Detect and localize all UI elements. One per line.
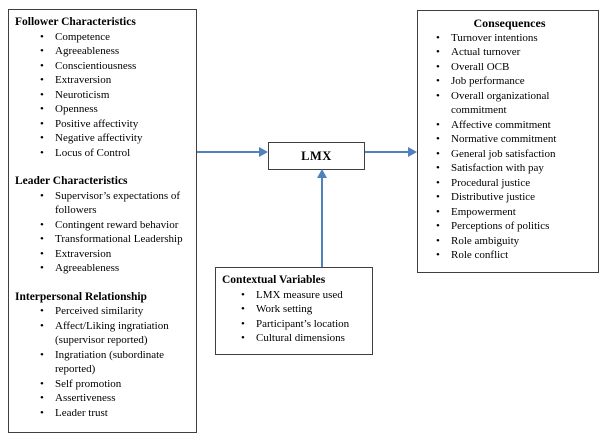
antecedents-box: Follower Characteristics Competence Agre… bbox=[8, 9, 197, 433]
leader-characteristics-list: Supervisor’s expectations of followers C… bbox=[15, 189, 192, 276]
consequences-box: Consequences Turnover intentions Actual … bbox=[417, 10, 599, 273]
list-item: Actual turnover bbox=[436, 45, 595, 60]
list-item: Agreeableness bbox=[40, 261, 192, 276]
list-item: Role ambiguity bbox=[436, 234, 595, 249]
follower-characteristics-section: Follower Characteristics Competence Agre… bbox=[15, 15, 192, 160]
list-item: Ingratiation (subordinate reported) bbox=[40, 348, 192, 377]
list-item: Agreeableness bbox=[40, 44, 192, 59]
list-item: Satisfaction with pay bbox=[436, 161, 595, 176]
list-item: Perceptions of politics bbox=[436, 219, 595, 234]
list-item: LMX measure used bbox=[241, 288, 369, 303]
section-title: Contextual Variables bbox=[222, 274, 326, 286]
lmx-label: LMX bbox=[301, 148, 332, 163]
arrow-line bbox=[197, 150, 259, 154]
list-item: Neuroticism bbox=[40, 88, 192, 103]
follower-characteristics-list: Competence Agreeableness Conscientiousne… bbox=[15, 30, 192, 161]
lmx-box: LMX bbox=[268, 142, 365, 170]
list-item: Distributive justice bbox=[436, 190, 595, 205]
list-item: Affective commitment bbox=[436, 118, 595, 133]
list-item: Role conflict bbox=[436, 248, 595, 263]
list-item: Normative commitment bbox=[436, 132, 595, 147]
list-item: Assertiveness bbox=[40, 391, 192, 406]
arrow-lmx-to-consequences bbox=[365, 147, 417, 157]
list-item: Negative affectivity bbox=[40, 131, 192, 146]
arrow-line bbox=[320, 178, 324, 267]
section-title: Interpersonal Relationship bbox=[15, 290, 147, 303]
arrow-right-head-icon bbox=[408, 147, 417, 157]
list-item: Participant’s location bbox=[241, 317, 369, 332]
list-item: Work setting bbox=[241, 302, 369, 317]
list-item: Supervisor’s expectations of followers bbox=[40, 189, 192, 218]
section-title: Consequences bbox=[473, 16, 546, 30]
list-item: Self promotion bbox=[40, 377, 192, 392]
list-item: Transformational Leadership bbox=[40, 232, 192, 247]
list-item: Contingent reward behavior bbox=[40, 218, 192, 233]
list-item: Overall organizational commitment bbox=[436, 89, 595, 118]
list-item: Cultural dimensions bbox=[241, 331, 369, 346]
list-item: Procedural justice bbox=[436, 176, 595, 191]
contextual-variables-list: LMX measure used Work setting Participan… bbox=[222, 288, 369, 346]
section-title: Leader Characteristics bbox=[15, 175, 128, 187]
interpersonal-relationship-list: Perceived similarity Affect/Liking ingra… bbox=[15, 304, 192, 420]
list-item: Perceived similarity bbox=[40, 304, 192, 319]
arrow-antecedents-to-lmx bbox=[197, 147, 268, 157]
list-item: Locus of Control bbox=[40, 146, 192, 161]
leader-characteristics-section: Leader Characteristics Supervisor’s expe… bbox=[15, 174, 192, 276]
list-item: Overall OCB bbox=[436, 60, 595, 75]
arrow-right-head-icon bbox=[259, 147, 268, 157]
list-item: Extraversion bbox=[40, 247, 192, 262]
list-item: Leader trust bbox=[40, 406, 192, 421]
list-item: Positive affectivity bbox=[40, 117, 192, 132]
list-item: Competence bbox=[40, 30, 192, 45]
list-item: General job satisfaction bbox=[436, 147, 595, 162]
list-item: Extraversion bbox=[40, 73, 192, 88]
list-item: Job performance bbox=[436, 74, 595, 89]
interpersonal-relationship-section: Interpersonal Relationship Perceived sim… bbox=[15, 290, 192, 421]
arrow-up-head-icon bbox=[317, 169, 327, 178]
list-item: Conscientiousness bbox=[40, 59, 192, 74]
section-title: Follower Characteristics bbox=[15, 16, 136, 28]
contextual-variables-box: Contextual Variables LMX measure used Wo… bbox=[215, 267, 373, 355]
arrow-contextual-to-lmx bbox=[317, 169, 327, 267]
arrow-line bbox=[365, 150, 408, 154]
consequences-list: Turnover intentions Actual turnover Over… bbox=[424, 31, 595, 263]
list-item: Openness bbox=[40, 102, 192, 117]
list-item: Affect/Liking ingratiation (supervisor r… bbox=[40, 319, 192, 348]
list-item: Empowerment bbox=[436, 205, 595, 220]
list-item: Turnover intentions bbox=[436, 31, 595, 46]
